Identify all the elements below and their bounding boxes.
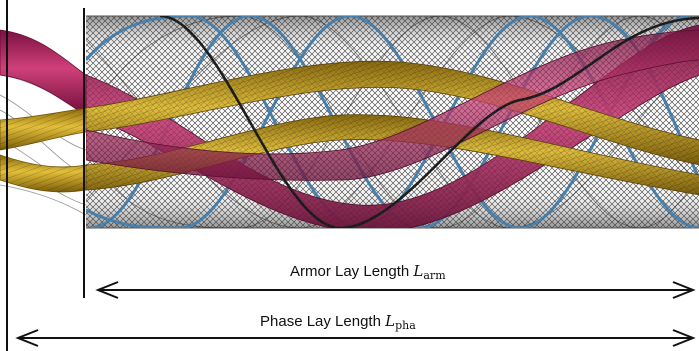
phase-lay-length-label: Phase Lay Length Lpha <box>257 312 419 332</box>
left-phase-conductors <box>0 29 87 193</box>
armor-lay-arrow <box>95 281 696 299</box>
armor-lay-length-label: Armor Lay Length Larm <box>287 262 449 282</box>
phase-lay-arrow <box>15 329 696 347</box>
